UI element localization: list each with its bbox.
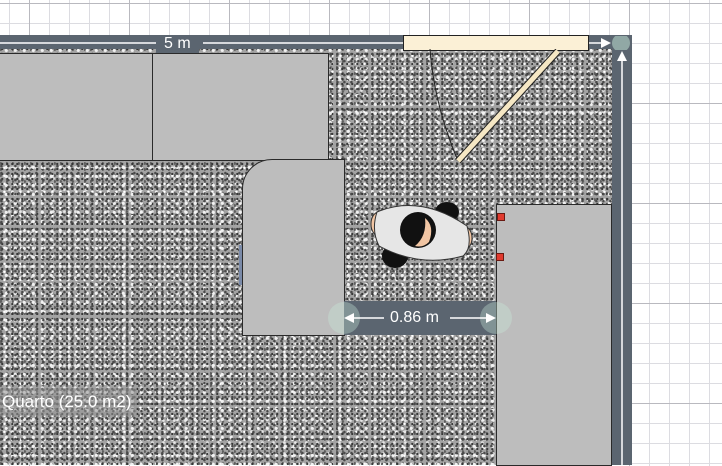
right-dimension-line (617, 51, 627, 465)
cabinet-right[interactable] (152, 53, 329, 161)
arrow-right-icon (601, 38, 611, 48)
arrow-left-icon (344, 313, 354, 323)
door-leaf[interactable] (403, 35, 589, 51)
marker-red-1[interactable] (497, 213, 505, 221)
door-swing (429, 49, 561, 164)
clearance-dimension-label[interactable]: 0.86 m (390, 309, 439, 326)
room-label[interactable]: Quarto (25.0 m2) (0, 388, 138, 416)
top-dimension-line (0, 36, 630, 50)
cabinet-left[interactable] (0, 53, 154, 161)
person-topview-icon[interactable] (365, 200, 477, 272)
counter-right[interactable] (496, 204, 612, 466)
bed-block[interactable] (242, 159, 345, 336)
bed-handle (239, 245, 242, 285)
arrow-up-icon (617, 51, 627, 61)
clearance-dimension-line (328, 302, 512, 334)
top-dimension-label[interactable]: 5 m (156, 35, 199, 53)
marker-red-2[interactable] (496, 253, 504, 261)
arrow-right-icon (486, 313, 496, 323)
